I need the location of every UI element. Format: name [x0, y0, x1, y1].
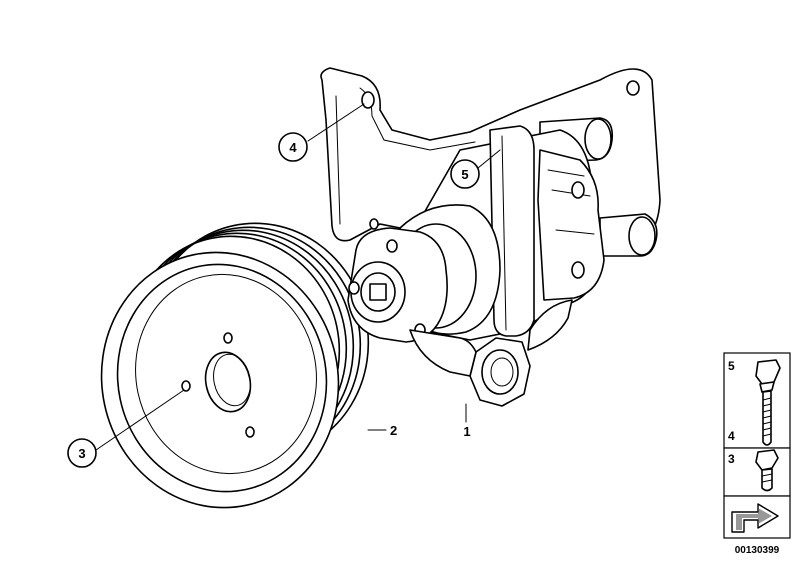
- callout-3[interactable]: 3: [67, 438, 97, 468]
- callout-4-label: 4: [289, 140, 297, 155]
- legend-num-5: 5: [728, 359, 735, 373]
- short-bolt-icon: [755, 449, 779, 492]
- fastener-legend: 5 4 3: [723, 352, 791, 539]
- callout-5[interactable]: 5: [450, 159, 480, 189]
- legend-num-4: 4: [728, 429, 735, 443]
- pulley-part[interactable]: [78, 203, 390, 530]
- label-part-1: 1: [463, 424, 470, 439]
- page-arrow-icon[interactable]: [731, 503, 779, 533]
- legend-num-3: 3: [728, 452, 735, 466]
- callout-5-label: 5: [461, 167, 468, 182]
- leader-lines: [95, 103, 501, 451]
- callout-3-label: 3: [78, 446, 85, 461]
- callout-4[interactable]: 4: [278, 132, 308, 162]
- label-part-2: 2: [390, 423, 397, 438]
- long-bolt-icon: [755, 359, 781, 446]
- catalog-number: 00130399: [735, 545, 780, 556]
- power-steering-pump[interactable]: [347, 117, 658, 407]
